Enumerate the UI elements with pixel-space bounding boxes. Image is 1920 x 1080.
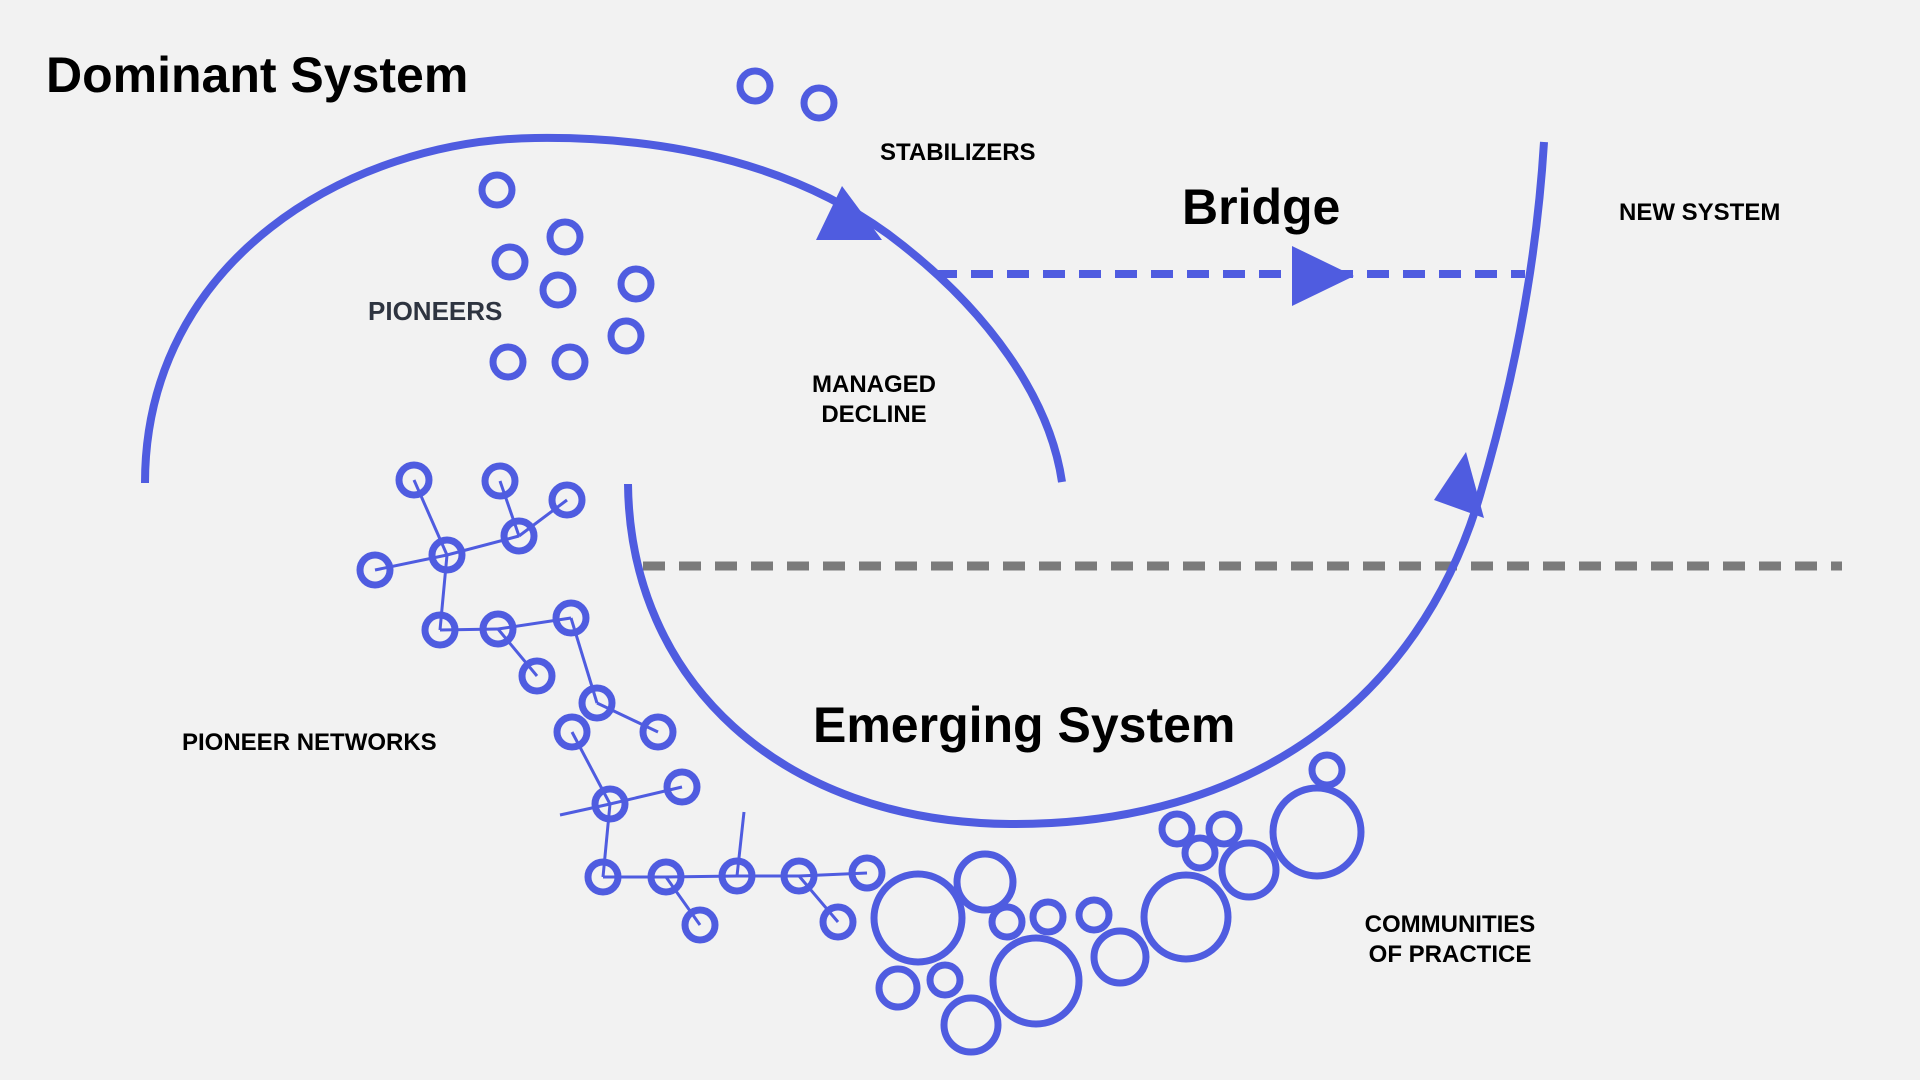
emerging-system-title: Emerging System <box>813 697 1235 753</box>
communities-of-practice-label-line2: OF PRACTICE <box>1369 941 1532 968</box>
network-node <box>552 599 590 637</box>
community-bubble <box>1090 927 1150 987</box>
community-bubble <box>870 870 966 966</box>
community-bubble <box>940 994 1002 1056</box>
network-node <box>395 461 433 499</box>
managed-decline-label-line1: MANAGED <box>812 371 936 398</box>
pioneer-node <box>551 343 589 381</box>
network-node <box>681 906 719 944</box>
pioneer-networks-label: PIONEER NETWORKS <box>182 729 437 756</box>
community-bubble <box>988 903 1026 941</box>
bridge-arrow-icon <box>1292 246 1354 306</box>
bridge-title: Bridge <box>1182 179 1340 235</box>
dominant-system-title: Dominant System <box>46 47 468 103</box>
community-bubble <box>1218 839 1280 901</box>
network-node <box>718 857 756 895</box>
emerging-arrow-icon <box>1434 452 1484 518</box>
new-system-label: NEW SYSTEM <box>1619 199 1780 226</box>
network-node <box>780 857 818 895</box>
community-bubble <box>1181 834 1219 872</box>
communities-of-practice-label-line1: COMMUNITIES <box>1365 911 1536 938</box>
emerging-system-curve <box>624 141 1548 829</box>
network-node <box>663 768 701 806</box>
network-node <box>639 713 677 751</box>
network-node <box>647 858 685 896</box>
network-node <box>500 517 538 555</box>
community-bubble <box>1308 751 1346 789</box>
pioneer-network-links <box>374 479 868 926</box>
stabilizer-node <box>800 84 838 122</box>
network-node <box>591 785 629 823</box>
network-node <box>518 657 556 695</box>
network-node <box>479 610 517 648</box>
network-node <box>421 611 459 649</box>
network-node <box>553 713 591 751</box>
community-bubble <box>1269 784 1365 880</box>
community-bubble <box>875 965 921 1011</box>
community-bubble <box>953 850 1017 914</box>
community-bubble <box>1140 871 1232 963</box>
network-node <box>584 858 622 896</box>
community-bubble <box>1205 810 1243 848</box>
stabilizer-node <box>736 67 774 105</box>
community-bubble <box>989 934 1083 1028</box>
stabilizers-label: STABILIZERS <box>880 139 1036 166</box>
dominant-system-curve <box>141 133 1066 484</box>
pioneers-label: PIONEERS <box>368 296 502 326</box>
community-bubble <box>1075 896 1113 934</box>
network-node <box>548 481 586 519</box>
network-node <box>356 551 394 589</box>
network-node <box>481 462 519 500</box>
managed-decline-label-line2: DECLINE <box>821 401 926 428</box>
pioneer-node <box>478 171 516 209</box>
pioneer-node <box>546 218 584 256</box>
pioneer-node <box>607 317 645 355</box>
pioneer-node <box>617 265 655 303</box>
community-bubble <box>1029 898 1067 936</box>
dominant-arrow-icon <box>816 186 882 240</box>
community-bubble <box>926 961 964 999</box>
network-node <box>819 903 857 941</box>
pioneer-node <box>539 271 577 309</box>
community-bubble <box>1158 810 1196 848</box>
network-node <box>578 684 616 722</box>
network-node <box>848 854 886 892</box>
network-node <box>428 536 466 574</box>
pioneer-node <box>489 343 527 381</box>
pioneer-node <box>491 243 529 281</box>
